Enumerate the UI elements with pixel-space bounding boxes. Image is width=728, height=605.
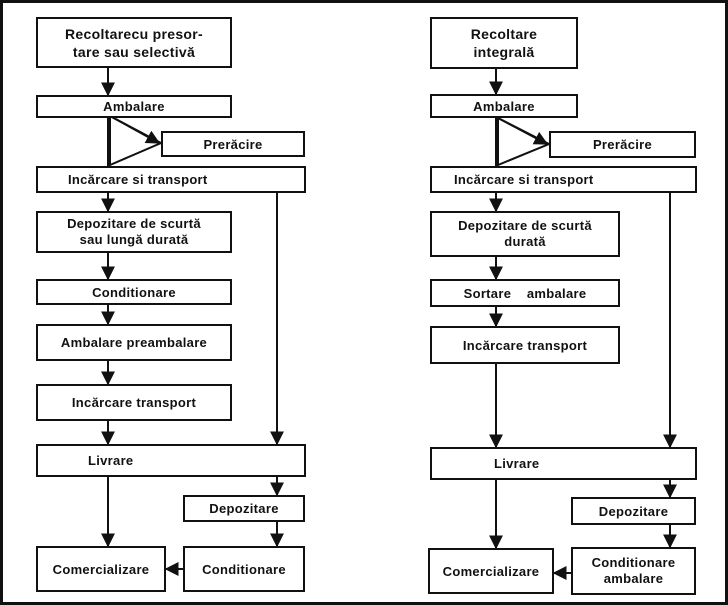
left-arrow-packing-precooling: [109, 115, 161, 144]
left-harvest-box: Recoltarecu presor- tare sau selectivă: [36, 17, 232, 68]
left-delivery-box: Livrare: [36, 444, 306, 477]
left-loading-transport-box: Incărcare si transport: [36, 166, 306, 193]
right-storage-box: Depozitare de scurtă durată: [430, 211, 620, 257]
left-storage-box: Depozitare de scurtă sau lungă durată: [36, 211, 232, 253]
flow-connectors: [101, 68, 677, 580]
right-marketing-box: Comercializare: [428, 548, 554, 594]
right-loading-transport-box: Incărcare si transport: [430, 166, 697, 193]
right-harvest-box: Recoltare integrală: [430, 17, 578, 69]
right-final-conditioning-box: Conditionare ambalare: [571, 547, 696, 595]
left-conditioning-box: Conditionare: [36, 279, 232, 305]
left-marketing-box: Comercializare: [36, 546, 166, 592]
right-loading-transport-2-box: Incărcare transport: [430, 326, 620, 364]
left-packing-prepacking-box: Ambalare preambalare: [36, 324, 232, 361]
left-loading-transport-2-box: Incărcare transport: [36, 384, 232, 421]
right-delivery-box: Livrare: [430, 447, 697, 480]
left-depot-box: Depozitare: [183, 495, 305, 522]
right-packing-box: Ambalare: [430, 94, 578, 118]
right-arrow-packing-precooling: [497, 117, 549, 145]
left-final-conditioning-box: Conditionare: [183, 546, 305, 592]
right-sorting-packing-box: Sortare ambalare: [430, 279, 620, 307]
right-precooling-box: Prerăcire: [549, 131, 696, 158]
left-packing-box: Ambalare: [36, 95, 232, 118]
left-precooling-box: Prerăcire: [161, 131, 305, 157]
right-depot-box: Depozitare: [571, 497, 696, 525]
